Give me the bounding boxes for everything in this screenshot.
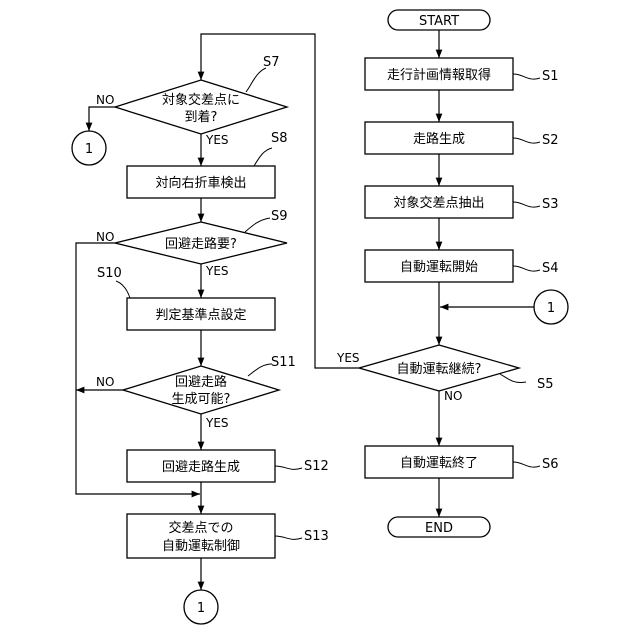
decision-s11: 回避走路 生成可能? <box>123 366 279 414</box>
branch-s11-yes: YES <box>205 416 229 430</box>
step-label-s5: S5 <box>537 377 554 392</box>
leader-s9 <box>245 218 270 232</box>
leader-s6 <box>513 462 540 467</box>
step-label-s12: S12 <box>304 459 329 474</box>
process-s10: 判定基準点設定 <box>127 298 275 330</box>
step-label-s3: S3 <box>542 197 559 212</box>
leader-s1 <box>513 74 540 79</box>
leader-s8 <box>254 148 272 166</box>
process-s3: 対象交差点抽出 <box>365 186 513 218</box>
s8-label: 対向右折車検出 <box>155 175 246 191</box>
step-label-s10: S10 <box>97 266 122 281</box>
connector-right-label: 1 <box>547 301 555 316</box>
leader-s13 <box>275 536 302 539</box>
s2-label: 走路生成 <box>413 131 465 147</box>
s11-label-line1: 回避走路 <box>175 374 227 390</box>
step-label-s7: S7 <box>263 55 280 70</box>
leader-s5 <box>500 374 526 383</box>
step-label-s13: S13 <box>304 529 329 544</box>
leader-s12 <box>275 466 302 469</box>
branch-s5-yes: YES <box>336 351 360 365</box>
process-s8: 対向右折車検出 <box>127 166 275 198</box>
s5-label: 自動運転継続? <box>397 362 482 377</box>
branch-s9-yes: YES <box>205 264 229 278</box>
step-label-s2: S2 <box>542 133 559 148</box>
decision-s9: 回避走路要? <box>115 222 287 264</box>
process-s13: 交差点での 自動運転制御 <box>127 514 275 558</box>
process-s4: 自動運転開始 <box>365 250 513 282</box>
step-label-s8: S8 <box>271 131 288 146</box>
s4-label: 自動運転開始 <box>400 260 478 275</box>
leader-s7 <box>246 68 266 92</box>
s7-label-line1: 対象交差点に <box>162 92 240 108</box>
leader-s10 <box>116 281 130 298</box>
decision-s7: 対象交差点に 到着? <box>115 80 287 134</box>
leader-s2 <box>513 138 540 143</box>
end-terminal: END <box>388 517 490 537</box>
branch-s5-no: NO <box>444 389 462 403</box>
s1-label: 走行計画情報取得 <box>387 67 491 83</box>
process-s12: 回避走路生成 <box>127 450 275 482</box>
leader-s4 <box>513 266 540 271</box>
step-label-s4: S4 <box>542 261 559 276</box>
s7-label-line2: 到着? <box>185 109 218 125</box>
connector-bottom: 1 <box>184 590 218 624</box>
branch-s11-no: NO <box>96 375 114 389</box>
process-s1: 走行計画情報取得 <box>365 58 513 90</box>
s12-label: 回避走路生成 <box>162 459 240 475</box>
step-label-s11: S11 <box>271 355 296 370</box>
connector-left: 1 <box>72 131 106 165</box>
process-s2: 走路生成 <box>365 122 513 154</box>
s11-label-line2: 生成可能? <box>172 392 231 407</box>
end-label: END <box>425 521 453 536</box>
process-s6: 自動運転終了 <box>365 446 513 478</box>
start-terminal: START <box>388 10 490 30</box>
s3-label: 対象交差点抽出 <box>393 195 484 211</box>
leader-s3 <box>513 202 540 207</box>
s13-label-line1: 交差点での <box>168 520 233 536</box>
step-label-s1: S1 <box>542 69 559 84</box>
s10-label: 判定基準点設定 <box>155 307 246 323</box>
decision-s5: 自動運転継続? <box>359 345 519 391</box>
branch-s7-yes: YES <box>205 133 229 147</box>
connector-bottom-label: 1 <box>197 601 205 616</box>
branch-s9-no: NO <box>96 230 114 244</box>
s6-label: 自動運転終了 <box>400 455 478 471</box>
step-label-s6: S6 <box>542 457 559 472</box>
start-label: START <box>419 14 459 29</box>
connector-right: 1 <box>534 290 568 324</box>
arrow-s7-no <box>89 107 115 131</box>
leader-s11 <box>248 364 272 376</box>
branch-s7-no: NO <box>96 93 114 107</box>
s13-label-line2: 自動運転制御 <box>162 539 240 554</box>
s9-label: 回避走路要? <box>165 236 237 252</box>
step-label-s9: S9 <box>271 209 288 224</box>
connector-left-label: 1 <box>85 142 93 157</box>
